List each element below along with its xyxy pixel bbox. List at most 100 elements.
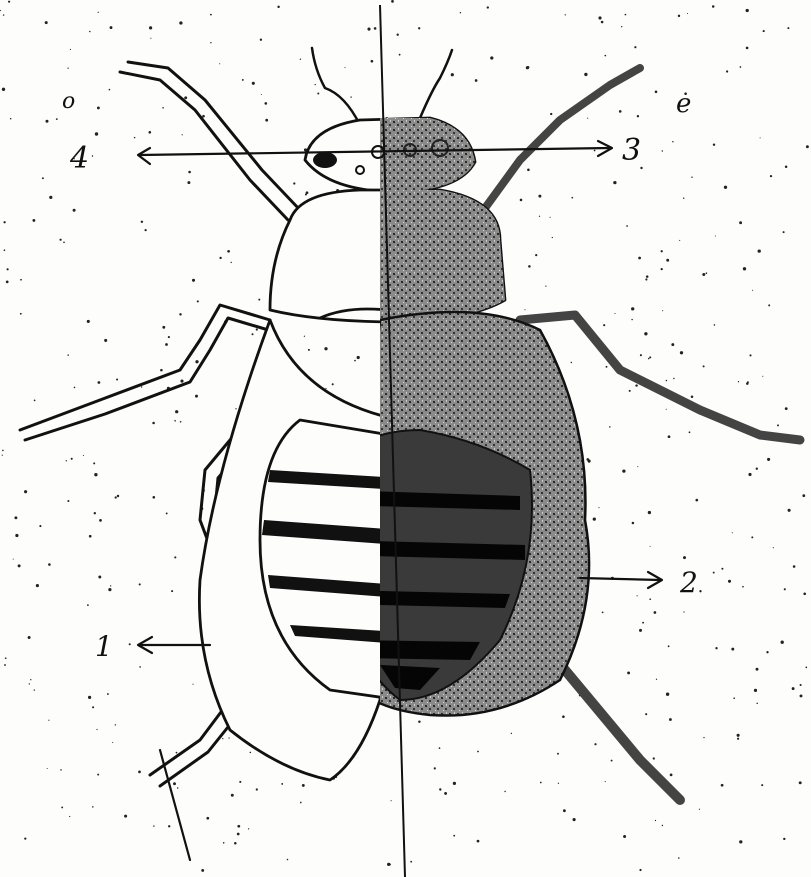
paper-speck xyxy=(162,326,165,329)
paper-speck xyxy=(239,781,241,783)
paper-speck xyxy=(223,842,225,844)
paper-speck xyxy=(712,5,715,8)
paper-speck xyxy=(20,279,22,281)
paper-speck xyxy=(687,13,688,14)
paper-speck xyxy=(715,235,716,236)
paper-speck xyxy=(237,833,240,836)
paper-speck xyxy=(642,622,644,624)
paper-speck xyxy=(504,791,505,792)
paper-speck xyxy=(20,313,22,315)
paper-speck xyxy=(256,788,258,790)
paper-speck xyxy=(48,720,49,721)
paper-speck xyxy=(14,516,17,519)
paper-speck xyxy=(56,118,58,120)
paper-speck xyxy=(571,197,573,199)
paper-speck xyxy=(611,760,613,762)
paper-speck xyxy=(92,706,94,708)
paper-speck xyxy=(248,828,249,829)
paper-speck xyxy=(187,181,190,184)
paper-speck xyxy=(160,369,163,372)
paper-speck xyxy=(175,410,178,413)
paper-speck xyxy=(702,273,705,276)
paper-speck xyxy=(24,490,27,493)
paper-speck xyxy=(34,689,35,690)
paper-speck xyxy=(601,21,604,24)
paper-speck xyxy=(317,93,319,95)
paper-speck xyxy=(354,360,356,362)
paper-speck xyxy=(699,809,700,810)
paper-speck xyxy=(714,324,716,326)
paper-speck xyxy=(74,387,76,389)
paper-speck xyxy=(180,380,183,383)
paper-speck xyxy=(96,729,97,730)
paper-speck xyxy=(87,604,89,606)
paper-speck xyxy=(202,115,205,118)
paper-speck xyxy=(98,576,101,579)
paper-speck xyxy=(451,73,454,76)
paper-speck xyxy=(635,384,637,386)
paper-speck xyxy=(805,667,807,669)
paper-speck xyxy=(92,806,94,808)
paper-speck xyxy=(726,70,728,72)
paper-speck xyxy=(92,155,93,156)
paper-speck xyxy=(738,381,739,382)
paper-speck xyxy=(49,196,52,199)
paper-speck xyxy=(623,835,626,838)
paper-speck xyxy=(10,118,11,119)
paper-speck xyxy=(153,825,154,826)
paper-speck xyxy=(785,407,788,410)
paper-speck xyxy=(45,120,48,123)
paper-speck xyxy=(646,275,649,278)
paper-speck xyxy=(602,612,604,614)
paper-speck xyxy=(557,753,559,755)
paper-speck xyxy=(304,336,305,337)
paper-speck xyxy=(477,840,480,843)
paper-speck xyxy=(634,46,636,48)
paper-speck xyxy=(638,257,641,260)
paper-speck xyxy=(237,825,240,828)
paper-speck xyxy=(527,169,530,172)
paper-speck xyxy=(67,500,69,502)
paper-speck xyxy=(15,534,18,537)
paper-speck xyxy=(760,137,761,138)
paper-speck xyxy=(606,366,608,368)
paper-speck xyxy=(800,684,802,686)
paper-speck xyxy=(768,304,770,306)
paper-speck xyxy=(475,79,478,82)
paper-speck xyxy=(527,66,530,69)
paper-speck xyxy=(148,131,151,134)
paper-speck xyxy=(219,257,221,259)
paper-speck xyxy=(192,279,195,282)
paper-speck xyxy=(117,495,119,497)
paper-speck xyxy=(453,835,455,837)
paper-speck xyxy=(649,356,651,358)
paper-speck xyxy=(277,6,279,8)
paper-speck xyxy=(763,30,765,32)
paper-speck xyxy=(520,199,523,202)
label-3: 3 xyxy=(622,133,641,168)
label-2: 2 xyxy=(679,566,698,599)
paper-speck xyxy=(264,102,267,105)
paper-speck xyxy=(210,42,211,43)
paper-speck xyxy=(604,55,606,57)
paper-speck xyxy=(673,378,674,379)
paper-speck xyxy=(0,10,1,11)
paper-speck xyxy=(737,738,739,740)
paper-speck xyxy=(69,816,70,817)
paper-speck xyxy=(740,66,742,68)
paper-speck xyxy=(668,645,670,647)
paper-speck xyxy=(649,598,651,600)
paper-speck xyxy=(679,240,680,241)
paper-speck xyxy=(95,132,98,135)
paper-speck xyxy=(754,689,757,692)
paper-speck xyxy=(550,113,552,115)
paper-speck xyxy=(4,249,6,251)
paper-speck xyxy=(625,14,627,16)
paper-speck xyxy=(622,469,625,472)
paper-speck xyxy=(227,250,230,253)
paper-speck xyxy=(683,556,686,559)
paper-speck xyxy=(116,378,118,380)
paper-speck xyxy=(171,590,173,592)
paper-speck xyxy=(598,16,601,19)
